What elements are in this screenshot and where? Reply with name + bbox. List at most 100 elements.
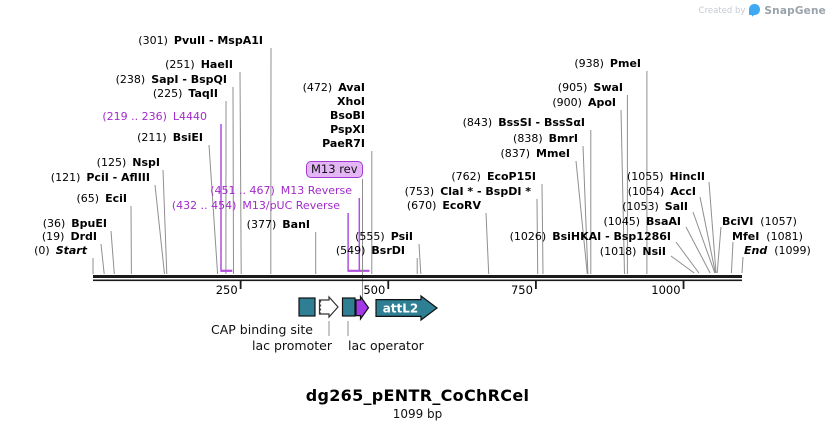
site-line xyxy=(741,256,744,274)
site-name: PsiI xyxy=(390,230,413,243)
feature-lac-operator xyxy=(341,297,356,317)
site-position: (1026) xyxy=(509,230,547,243)
site-position: (251) xyxy=(165,58,195,71)
site-line xyxy=(730,241,734,274)
site-name: BpuEI xyxy=(71,217,107,230)
site-position: (301) xyxy=(138,34,168,47)
site-line xyxy=(208,144,219,275)
site-position: (762) xyxy=(451,170,481,183)
site-position: (65) xyxy=(76,192,100,205)
site-name: BssSI - BssSαI xyxy=(498,116,585,129)
site-position: (219 .. 236) xyxy=(102,110,167,123)
site-position: (377) xyxy=(246,218,277,231)
site-line xyxy=(620,109,625,275)
site-line xyxy=(675,241,700,274)
ruler-tick-label: 750 xyxy=(510,283,533,297)
enzyme-site-label: (1055) HincII xyxy=(627,170,705,183)
site-name: End xyxy=(744,244,768,257)
enzyme-site-label: (838)BmrI xyxy=(513,132,578,145)
site-position: (1018) xyxy=(599,245,637,258)
enzyme-site-label: XhoI xyxy=(337,95,365,108)
enzyme-site-label: (1054)AccI xyxy=(628,185,696,198)
enzyme-site-label: BsoBI xyxy=(330,109,365,122)
site-position: (1057) xyxy=(760,215,797,228)
site-position: (238) xyxy=(115,73,146,86)
site-line xyxy=(154,184,165,275)
site-line xyxy=(699,196,716,274)
site-position: (1054) xyxy=(627,185,665,198)
site-position: (36) xyxy=(42,217,66,230)
enzyme-site-label: (905)SwaI xyxy=(558,81,623,94)
enzyme-site-label: PaeR7I xyxy=(322,137,365,150)
site-position: (1099) xyxy=(774,244,811,257)
enzyme-site-label: (377)BanI xyxy=(247,218,310,231)
site-line xyxy=(536,198,539,275)
site-name: HaeII xyxy=(200,58,233,71)
site-position: (432 .. 454) xyxy=(171,199,237,212)
site-line xyxy=(685,226,711,274)
enzyme-site-label: (0)Start xyxy=(34,244,87,257)
site-position: (843) xyxy=(462,116,493,129)
site-position: (451 .. 467) xyxy=(210,184,275,197)
enzyme-site-label: (549)BsrDI xyxy=(336,244,405,257)
site-line xyxy=(575,160,588,275)
site-name: BsiHKAI - Bsp1286I xyxy=(552,230,671,243)
feature-lac-promoter xyxy=(318,295,339,319)
enzyme-site-label: (1018) NsiI xyxy=(600,245,666,258)
enzyme-site-label: (36) BpuEI xyxy=(43,217,107,230)
site-line xyxy=(670,255,695,274)
enzyme-site-label: MfeI (1081) xyxy=(732,230,803,243)
enzyme-site-label: (900)ApoI xyxy=(552,96,616,109)
watermark-prefix: Created by xyxy=(698,5,746,16)
site-position: (549) xyxy=(335,244,366,257)
site-name: HincII xyxy=(669,170,705,183)
site-name: PaeR7I xyxy=(322,137,365,150)
enzyme-site-label: (65)EciI xyxy=(77,192,128,205)
feature-label: lac operator xyxy=(348,338,424,353)
site-position: (472) xyxy=(302,81,333,94)
ruler-tick-label: 250 xyxy=(215,283,238,297)
site-position: (211) xyxy=(137,131,167,144)
enzyme-site-label: (1053)SalI xyxy=(622,200,688,213)
site-line xyxy=(716,226,722,274)
enzyme-site-label: (238) SapI - BspQI xyxy=(116,73,227,86)
enzyme-site-label: (670)EcoRV xyxy=(407,199,481,212)
enzyme-site-label: (555) PsiI xyxy=(355,230,413,243)
enzyme-site-label: (301)PvuII - MspA1I xyxy=(138,34,263,47)
enzyme-site-label: (472)AvaI xyxy=(303,81,365,94)
site-line xyxy=(162,169,168,275)
enzyme-site-label: PspXI xyxy=(330,123,365,136)
enzyme-site-label: (762) EcoP15I xyxy=(451,170,536,183)
snapgene-logo-icon xyxy=(749,4,761,17)
site-position: (1081) xyxy=(766,230,803,243)
site-position: (19) xyxy=(41,230,65,243)
site-name: MfeI xyxy=(732,230,760,243)
site-position: (670) xyxy=(406,199,437,212)
site-name: BmrI xyxy=(548,132,578,145)
site-name: NspI xyxy=(132,156,160,169)
site-position: (555) xyxy=(355,230,385,243)
site-name: EcoP15I xyxy=(486,170,536,183)
enzyme-site-label: (19)DrdI xyxy=(42,230,97,243)
feature-label: CAP binding site xyxy=(211,322,313,337)
enzyme-site-label: (121)PciI - AflIII xyxy=(51,171,150,184)
enzyme-site-label: (125) NspI xyxy=(97,156,160,169)
site-position: (1055) xyxy=(626,170,664,183)
feature-attl2-label: attL2 xyxy=(383,302,419,316)
site-name: SapI - BspQI xyxy=(151,73,227,86)
site-name: NsiI xyxy=(642,245,666,258)
plasmid-title: dg265_pENTR_CoChRCel xyxy=(305,386,530,405)
sequence-ruler xyxy=(93,275,742,278)
enzyme-site-label: (1045) BsaAI xyxy=(603,215,681,228)
enzyme-site-label: (753)ClaI * - BspDI * xyxy=(405,185,531,198)
enzyme-site-label: (938)PmeI xyxy=(574,57,641,70)
site-position: (1045) xyxy=(603,215,641,228)
m13-rev-primer-tag: M13 rev xyxy=(306,161,363,178)
site-name: BsaAI xyxy=(646,215,681,228)
site-name: PmeI xyxy=(609,57,641,70)
enzyme-site-label: (211)BsiEI xyxy=(137,131,203,144)
site-name: BciVI xyxy=(722,215,754,228)
site-position: (125) xyxy=(96,156,127,169)
